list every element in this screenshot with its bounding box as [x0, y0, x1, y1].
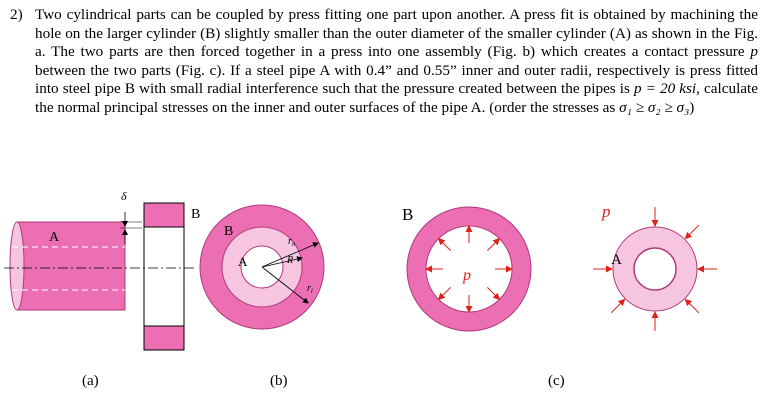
problem-text-4: ) — [689, 98, 695, 116]
label-b-fig-b: B — [224, 224, 233, 239]
figure-a: A B δ — [4, 189, 200, 351]
ring-b-section — [143, 202, 185, 351]
cylinder-a — [9, 221, 126, 311]
stress-order: σ₁ ≥ σ₂ ≥ σ₃ — [619, 98, 690, 116]
label-a-fig-c: A — [611, 252, 622, 268]
ring-a-bore — [633, 247, 677, 291]
label-b-fig-c: B — [402, 205, 413, 224]
pressure-label-b: p — [462, 267, 471, 284]
figure-b: B A ro R ri — [199, 204, 325, 330]
problem-text-3: , calculate the normal principal stresse… — [35, 80, 758, 116]
pressure-symbol: p — [750, 43, 758, 61]
pressure-arrow — [684, 298, 700, 314]
problem-text: Two cylindrical parts can be coupled by … — [35, 6, 758, 118]
problem-number: 2) — [10, 6, 23, 23]
interference-dimension — [120, 212, 142, 244]
problem-statement: 2) Two cylindrical parts can be coupled … — [10, 6, 758, 118]
label-a-fig-b: A — [238, 254, 248, 269]
r-o-label: ro — [288, 236, 296, 248]
r-i-label: ri — [307, 283, 313, 295]
R-arrow — [261, 256, 303, 268]
pressure-arrows-a — [593, 207, 717, 331]
caption-b: (b) — [270, 373, 288, 389]
pressure-arrow — [487, 287, 501, 301]
pressure-arrow — [684, 224, 700, 240]
R-label: R — [286, 255, 293, 266]
label-b-fig-a: B — [191, 207, 200, 222]
pressure-arrows-b — [425, 225, 513, 313]
label-a-fig-a: A — [49, 230, 60, 245]
pressure-arrow — [487, 237, 501, 251]
caption-a: (a) — [82, 373, 99, 389]
pressure-label-a: p — [601, 202, 611, 221]
caption-c: (c) — [548, 373, 565, 389]
pressure-arrow — [437, 237, 451, 251]
pressure-value: p = 20 ksi — [634, 80, 697, 98]
r-i-arrow — [261, 266, 309, 304]
pressure-arrow — [437, 287, 451, 301]
pressure-arrow — [610, 298, 626, 314]
figure-c: B p A p — [402, 202, 717, 332]
problem-text-1: Two cylindrical parts can be coupled by … — [35, 6, 758, 61]
r-o-arrow — [261, 242, 319, 268]
delta-label: δ — [121, 189, 127, 203]
problem-text-2: between the two parts (Fig. c). If a ste… — [35, 61, 758, 98]
